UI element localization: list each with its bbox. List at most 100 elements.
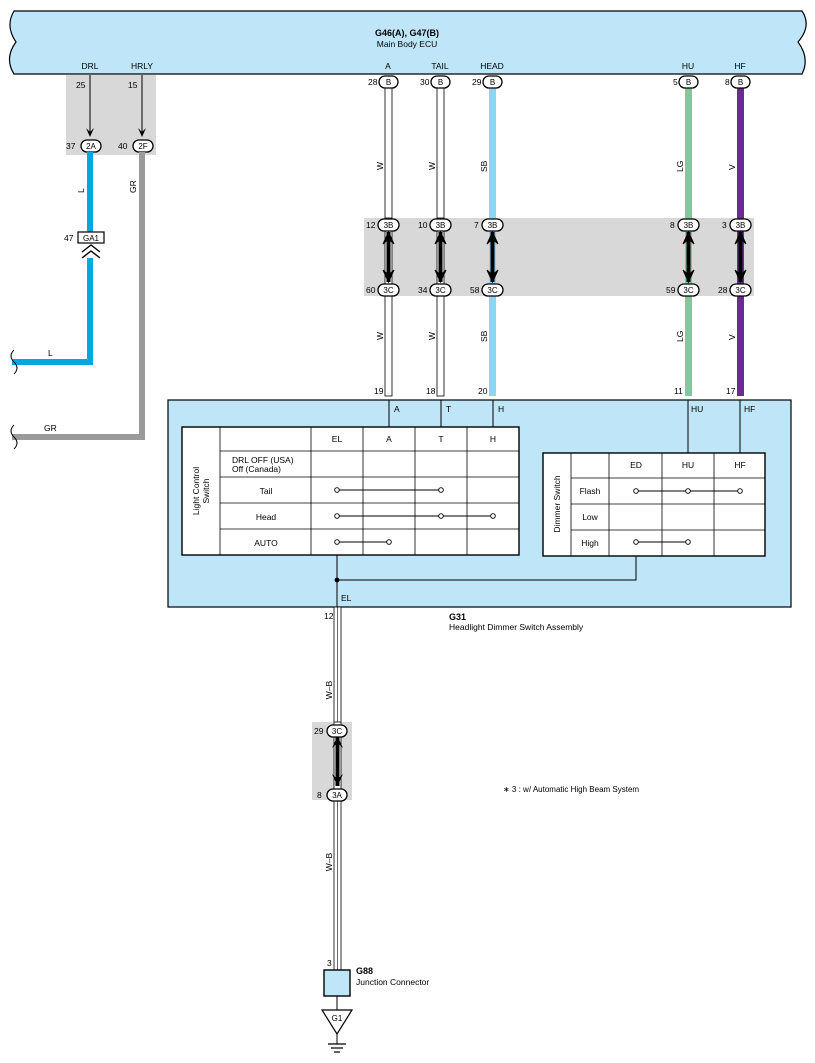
input-label-hf: HF: [744, 404, 755, 414]
pin-label: 34: [418, 285, 428, 295]
svg-text:3B: 3B: [684, 221, 694, 230]
wire-label-gr: GR: [44, 423, 57, 433]
row-label: Low: [582, 512, 598, 522]
ecu-title: G46(A), G47(B): [375, 28, 439, 38]
svg-text:B: B: [686, 78, 691, 87]
row-label: Tail: [260, 486, 273, 496]
svg-text:B: B: [738, 78, 743, 87]
pin-label: 20: [478, 386, 488, 396]
svg-text:3B: 3B: [436, 221, 446, 230]
wire-label-sb: SB: [479, 330, 489, 342]
wire-labels-upper: W W SB LG V: [375, 160, 737, 172]
pin-label: 12: [366, 220, 376, 230]
ecu-pin-row: 28 30 29 5 8: [368, 77, 730, 87]
assembly-name: Headlight Dimmer Switch Assembly: [449, 622, 584, 632]
svg-text:3B: 3B: [488, 221, 498, 230]
wire-label-w: W: [427, 332, 437, 340]
svg-text:B: B: [490, 78, 495, 87]
row-label: Off (Canada): [232, 464, 281, 474]
ecu-terminal-hrly: HRLY: [131, 61, 153, 71]
ground-label-el: EL: [341, 593, 352, 603]
input-label-a: A: [394, 404, 400, 414]
wire-label-wb: W–B: [324, 852, 334, 871]
pin-label: 29: [314, 726, 324, 736]
ground-label: G1: [332, 1014, 343, 1023]
wire-label-sb: SB: [479, 160, 489, 172]
lower-connector-block: 29 3C 8 3A: [312, 721, 352, 802]
table-side-label: Dimmer Switch: [552, 475, 562, 532]
arrow-down-icon: [86, 128, 94, 137]
pin-label: 15: [128, 80, 138, 90]
wire-label-w: W: [375, 162, 385, 170]
light-control-table: Light Control Switch EL A T H DRL OFF (U…: [181, 426, 520, 556]
assembly-id: G31: [449, 612, 466, 622]
pin-label: 3: [327, 958, 332, 968]
ecu-terminal-a: A: [385, 61, 391, 71]
pin-label: 58: [470, 285, 480, 295]
wire-label-v: V: [727, 164, 737, 170]
pin-label: 59: [666, 285, 676, 295]
connector-code: 3C: [332, 727, 342, 736]
table-side-label: Switch: [201, 478, 211, 503]
svg-text:3C: 3C: [435, 286, 445, 295]
pin-label: 19: [374, 386, 384, 396]
pin-label: 12: [324, 611, 334, 621]
pin-label: 30: [420, 77, 430, 87]
break-mark-icon: [10, 349, 18, 375]
switch-assembly: A T H HU HF Light Control Switch EL A T: [167, 399, 792, 608]
connector-3c: [326, 724, 348, 738]
connector-ga1: 47 GA1: [64, 231, 105, 259]
row-label: High: [581, 538, 599, 548]
switch-input-pins: 19 18 20 11 17: [374, 386, 736, 396]
column-header: EL: [332, 434, 343, 444]
ground-icon: [320, 1009, 354, 1036]
svg-text:B: B: [386, 78, 391, 87]
connector-code: 2A: [86, 142, 96, 151]
pin-label: 18: [426, 386, 436, 396]
row-label: Flash: [580, 486, 601, 496]
wire-label-w: W: [427, 162, 437, 170]
connector-code: GA1: [83, 234, 100, 243]
chevron-up-icon: [81, 244, 101, 259]
pin-label: 8: [670, 220, 675, 230]
main-body-ecu: G46(A), G47(B) Main Body ECU DRL HRLY A …: [8, 10, 807, 75]
connector-code: 3A: [332, 791, 342, 800]
wire-label-wb: W–B: [324, 680, 334, 699]
pin-label: 25: [76, 80, 86, 90]
wire-gr: GR GR: [10, 152, 145, 450]
mid-block-connectors: 3B 3B 3B 3B 3B 3C 3C 3C 3C 3C: [377, 218, 752, 297]
svg-text:3C: 3C: [735, 286, 745, 295]
ecu-b-connectors: B B B B B: [378, 75, 751, 89]
pin-label: 47: [64, 233, 74, 243]
break-mark-icon: [10, 424, 18, 450]
pin-label: 10: [418, 220, 428, 230]
svg-text:B: B: [438, 78, 443, 87]
pin-label: 8: [725, 77, 730, 87]
dimmer-switch-table: Dimmer Switch ED HU HF Flash Low High: [542, 452, 766, 557]
ground-g1: G1: [320, 1009, 354, 1053]
ecu-terminal-tail: TAIL: [431, 61, 449, 71]
wire-labels-lower: W W SB LG V: [375, 330, 737, 342]
row-label: DRL OFF (USA): [232, 455, 294, 465]
pin-label: 28: [718, 285, 728, 295]
wire-label-l: L: [76, 188, 86, 193]
pin-label: 37: [66, 141, 76, 151]
pin-label: 11: [674, 386, 683, 396]
ecu-terminal-hu: HU: [682, 61, 694, 71]
pin-label: 8: [317, 790, 322, 800]
column-header: T: [438, 434, 443, 444]
pin-label: 7: [474, 220, 479, 230]
column-header: HF: [734, 460, 745, 470]
svg-text:3B: 3B: [384, 221, 394, 230]
svg-text:3C: 3C: [683, 286, 693, 295]
connector-3a: [326, 788, 348, 802]
pin-label: 3: [722, 220, 727, 230]
junction-connector-g88: 3 G88 Junction Connector: [323, 958, 429, 1010]
column-header: ED: [630, 460, 642, 470]
junction-name: Junction Connector: [356, 977, 429, 987]
ecu-terminal-head: HEAD: [480, 61, 504, 71]
svg-text:3B: 3B: [736, 221, 746, 230]
pin-label: 29: [472, 77, 482, 87]
table-side-label: Light Control: [191, 467, 201, 515]
